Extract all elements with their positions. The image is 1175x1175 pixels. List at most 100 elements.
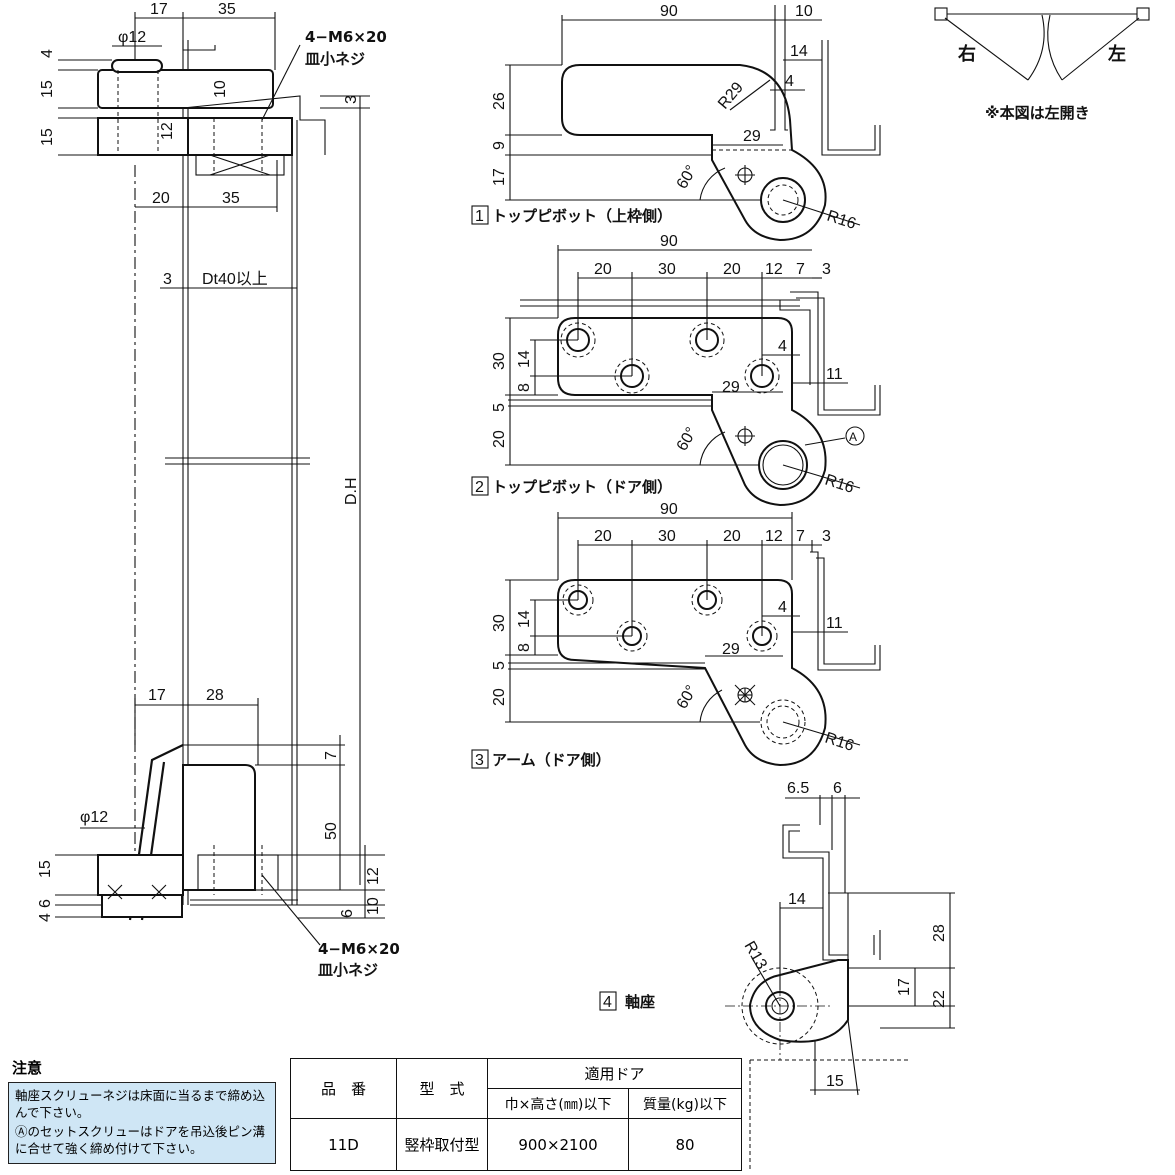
notes-title: 注意 [12, 1059, 43, 1077]
p2-dim-30v: 30 [491, 352, 508, 370]
swing-note: ※本図は左開き [985, 104, 1090, 122]
dim-side-bot-6: 6 [339, 909, 356, 918]
screw-type-top: 皿小ネジ [305, 50, 365, 68]
p1-dim-9: 9 [491, 141, 508, 150]
dim-side-bot-17: 17 [148, 687, 166, 704]
th-door: 適用ドア [487, 1058, 742, 1089]
th-type: 型 式 [396, 1058, 488, 1119]
td-product-no: 11D [290, 1118, 397, 1171]
swing-diagram: 右 左 ※本図は左開き [934, 7, 1150, 122]
notes-box: 軸座スクリューネジは床面に当るまで締め込んで下さい。 Ⓐのセットスクリューはドア… [8, 1082, 276, 1164]
p3-dim-8: 8 [516, 643, 533, 652]
p1-dim-60: 60° [674, 163, 701, 192]
p2-dim-30: 30 [658, 261, 676, 278]
swing-left: 左 [1108, 43, 1126, 65]
dim-side-17: 17 [150, 1, 168, 18]
dim-side-bot-7: 7 [323, 751, 340, 760]
dim-side-20: 20 [152, 190, 170, 207]
dim-side-35: 35 [218, 1, 236, 18]
dim-side-3b: 3 [163, 271, 172, 288]
p4-number: 4 [603, 994, 612, 1011]
dim-side-bot-28: 28 [206, 687, 224, 704]
p1-number: 1 [475, 208, 484, 225]
p1-dim-26: 26 [491, 92, 508, 110]
p3-dim-12: 12 [765, 528, 783, 545]
p2-marker-a: A [849, 430, 857, 444]
p2-label: トップピボット（ドア側） [492, 478, 672, 496]
dim-side-15b: 15 [39, 128, 56, 146]
td-weight: 80 [628, 1118, 742, 1171]
p4-dim-22: 22 [931, 990, 948, 1008]
screw-spec-top: 4−M6×20 [305, 28, 387, 46]
p2-dim-20a: 20 [594, 261, 612, 278]
p2-dim-12: 12 [765, 261, 783, 278]
part4-shaft-seat: 6.5 6 14 R13 28 17 22 15 4 軸座 [599, 780, 955, 1170]
p3-dim-20a: 20 [594, 528, 612, 545]
th-product-no: 品 番 [290, 1058, 397, 1119]
part3-arm-door: 90 20 30 20 12 7 3 30 14 8 4 11 29 5 20 … [471, 501, 881, 769]
dim-side-bot-10: 10 [365, 897, 382, 915]
dim-side-bot-6b: 6 [37, 899, 54, 908]
dim-side-15a: 15 [39, 80, 56, 98]
p3-dim-5: 5 [491, 661, 508, 670]
p2-dim-5: 5 [491, 403, 508, 412]
p2-number: 2 [475, 479, 484, 496]
swing-right: 右 [958, 43, 976, 65]
p3-dim-60: 60° [674, 683, 701, 712]
dim-side-bot-4: 4 [37, 913, 54, 922]
p2-dim-4: 4 [778, 338, 787, 355]
part2-top-pivot-door: 90 20 30 20 12 7 3 30 14 8 4 11 29 5 20 … [471, 233, 881, 507]
p4-dim-r13: R13 [741, 939, 770, 973]
p2-dim-60: 60° [674, 425, 701, 454]
p3-dim-90: 90 [660, 501, 678, 518]
note-item: Ⓐのセットスクリューはドアを吊込後ピン溝に合せて強く締め付けて下さい。 [15, 1124, 266, 1156]
p1-dim-17: 17 [491, 168, 508, 186]
p3-dim-14: 14 [516, 610, 533, 628]
dim-side-dh: D.H [343, 477, 360, 505]
screw-type-bottom: 皿小ネジ [318, 961, 378, 979]
dim-side-bot-15: 15 [37, 860, 54, 878]
p3-number: 3 [475, 752, 484, 769]
p1-dim-90: 90 [660, 3, 678, 20]
p2-dim-7: 7 [796, 261, 805, 278]
td-type: 竪枠取付型 [396, 1118, 488, 1171]
p3-dim-7: 7 [796, 528, 805, 545]
p3-dim-20v: 20 [491, 688, 508, 706]
p3-dim-30v: 30 [491, 614, 508, 632]
p2-dim-20v: 20 [491, 430, 508, 448]
p2-dim-11: 11 [826, 366, 843, 383]
p2-dim-29: 29 [722, 379, 740, 396]
p4-label: 軸座 [625, 993, 655, 1011]
p3-dim-r16: R16 [823, 730, 856, 755]
dim-side-12: 12 [159, 122, 176, 140]
p4-dim-6-5: 6.5 [787, 780, 809, 797]
dim-side-bot-12: 12 [365, 867, 382, 885]
p1-dim-r16: R16 [825, 208, 858, 233]
dim-side-bot-50: 50 [323, 822, 340, 840]
td-size: 900×2100 [487, 1118, 629, 1171]
p1-dim-10: 10 [795, 3, 813, 20]
dim-side-phi12: φ12 [118, 29, 146, 46]
p1-label: トップピボット（上枠側） [492, 207, 672, 225]
p2-dim-14: 14 [516, 350, 533, 368]
p2-dim-90: 90 [660, 233, 678, 250]
p2-dim-r16: R16 [823, 472, 856, 497]
p4-dim-17: 17 [896, 978, 913, 996]
p3-label: アーム（ドア側） [492, 751, 611, 769]
screw-spec-bottom: 4−M6×20 [318, 940, 400, 958]
p3-dim-3: 3 [822, 528, 831, 545]
p3-dim-11: 11 [826, 615, 843, 632]
spec-table: 品 番 型 式 適用ドア 巾×高さ(㎜)以下 質量(kg)以下 11D 竪枠取付… [290, 1058, 742, 1171]
dim-side-10: 10 [212, 80, 229, 98]
p2-dim-20b: 20 [723, 261, 741, 278]
p4-dim-14: 14 [788, 891, 806, 908]
dim-side-35b: 35 [222, 190, 240, 207]
th-size: 巾×高さ(㎜)以下 [487, 1088, 629, 1119]
p2-dim-3: 3 [822, 261, 831, 278]
p4-dim-6: 6 [833, 780, 842, 797]
p3-dim-29: 29 [722, 641, 740, 658]
p1-dim-14: 14 [790, 43, 808, 60]
p4-dim-15: 15 [826, 1073, 844, 1090]
th-weight: 質量(kg)以下 [628, 1088, 742, 1119]
